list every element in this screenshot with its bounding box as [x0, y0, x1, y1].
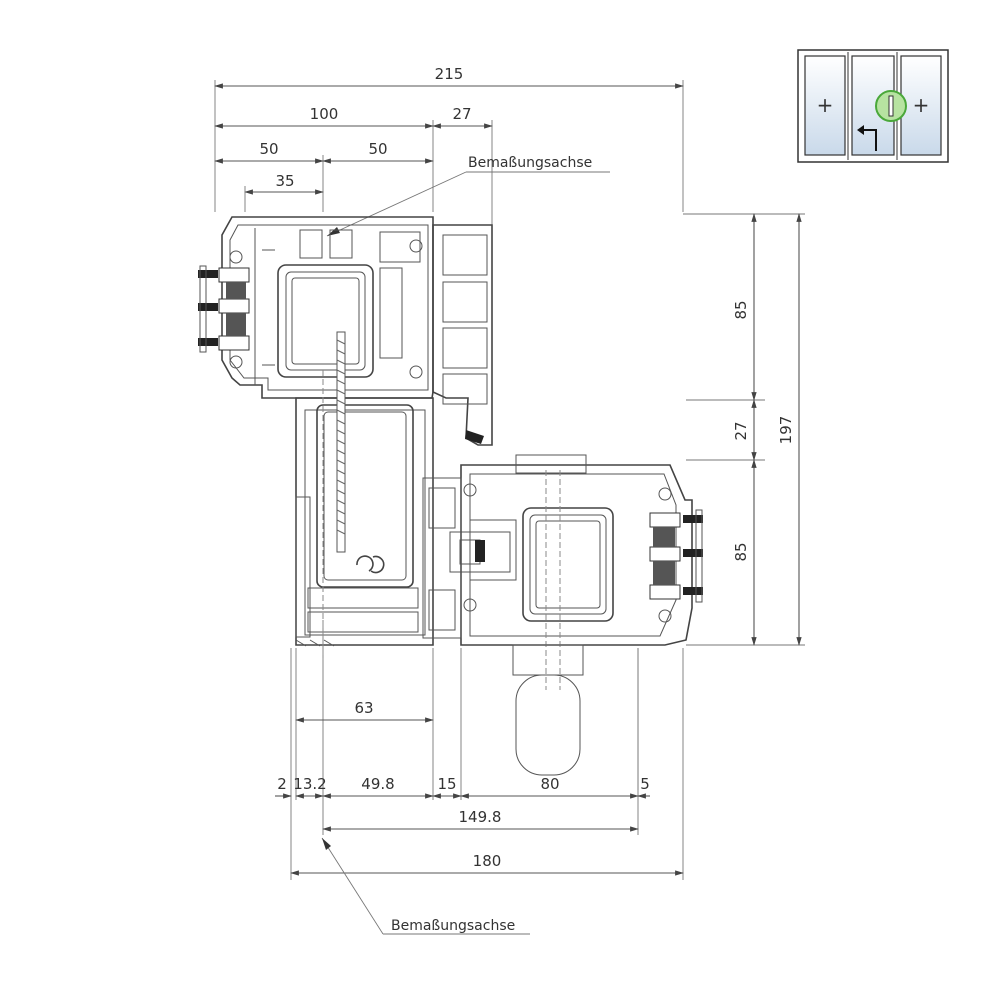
dim-27-right: 27: [732, 421, 750, 440]
lower-sash-profile: [422, 454, 693, 690]
dim-197: 197: [777, 416, 795, 445]
opening-direction-icon: [860, 129, 877, 151]
right-dimensions: 85 27 85 197: [732, 213, 802, 646]
dim-100: 100: [310, 105, 339, 123]
handle-icon: [888, 95, 894, 117]
extension-lines: [214, 80, 805, 880]
dim-5: 5: [640, 775, 650, 793]
window-thumbnail: + +: [797, 49, 949, 163]
dim-27-top: 27: [452, 105, 471, 123]
axis-label-top: Bemaßungsachse: [468, 155, 592, 171]
dim-13-2: 13.2: [293, 775, 326, 793]
dim-50-right: 50: [368, 140, 387, 158]
thumbnail-plus-left: +: [817, 93, 834, 117]
dim-35: 35: [275, 172, 294, 190]
upper-sash-profile: [221, 216, 434, 399]
dim-49-8: 49.8: [361, 775, 394, 793]
top-dimensions: 215 100 27 50 50 35: [214, 65, 684, 212]
dim-80: 80: [540, 775, 559, 793]
dim-180: 180: [473, 852, 502, 870]
lower-glazing: [649, 509, 703, 603]
dim-85-upper: 85: [732, 300, 750, 319]
dim-149-8: 149.8: [459, 808, 502, 826]
dim-215: 215: [435, 65, 464, 83]
thumbnail-plus-right: +: [913, 93, 930, 117]
upper-frame-profile: [432, 224, 493, 446]
upper-glazing: [198, 265, 250, 353]
dim-63: 63: [354, 699, 373, 717]
dim-2: 2: [277, 775, 287, 793]
dim-15: 15: [437, 775, 456, 793]
axis-label-bottom: Bemaßungsachse: [391, 918, 515, 934]
dim-85-lower: 85: [732, 542, 750, 561]
bottom-dimensions: 63 2 13.2 49.8 15 80 5 149.8 180: [275, 699, 684, 876]
dim-50-left: 50: [259, 140, 278, 158]
window-handle: [512, 644, 639, 790]
middle-profile: [295, 331, 434, 660]
